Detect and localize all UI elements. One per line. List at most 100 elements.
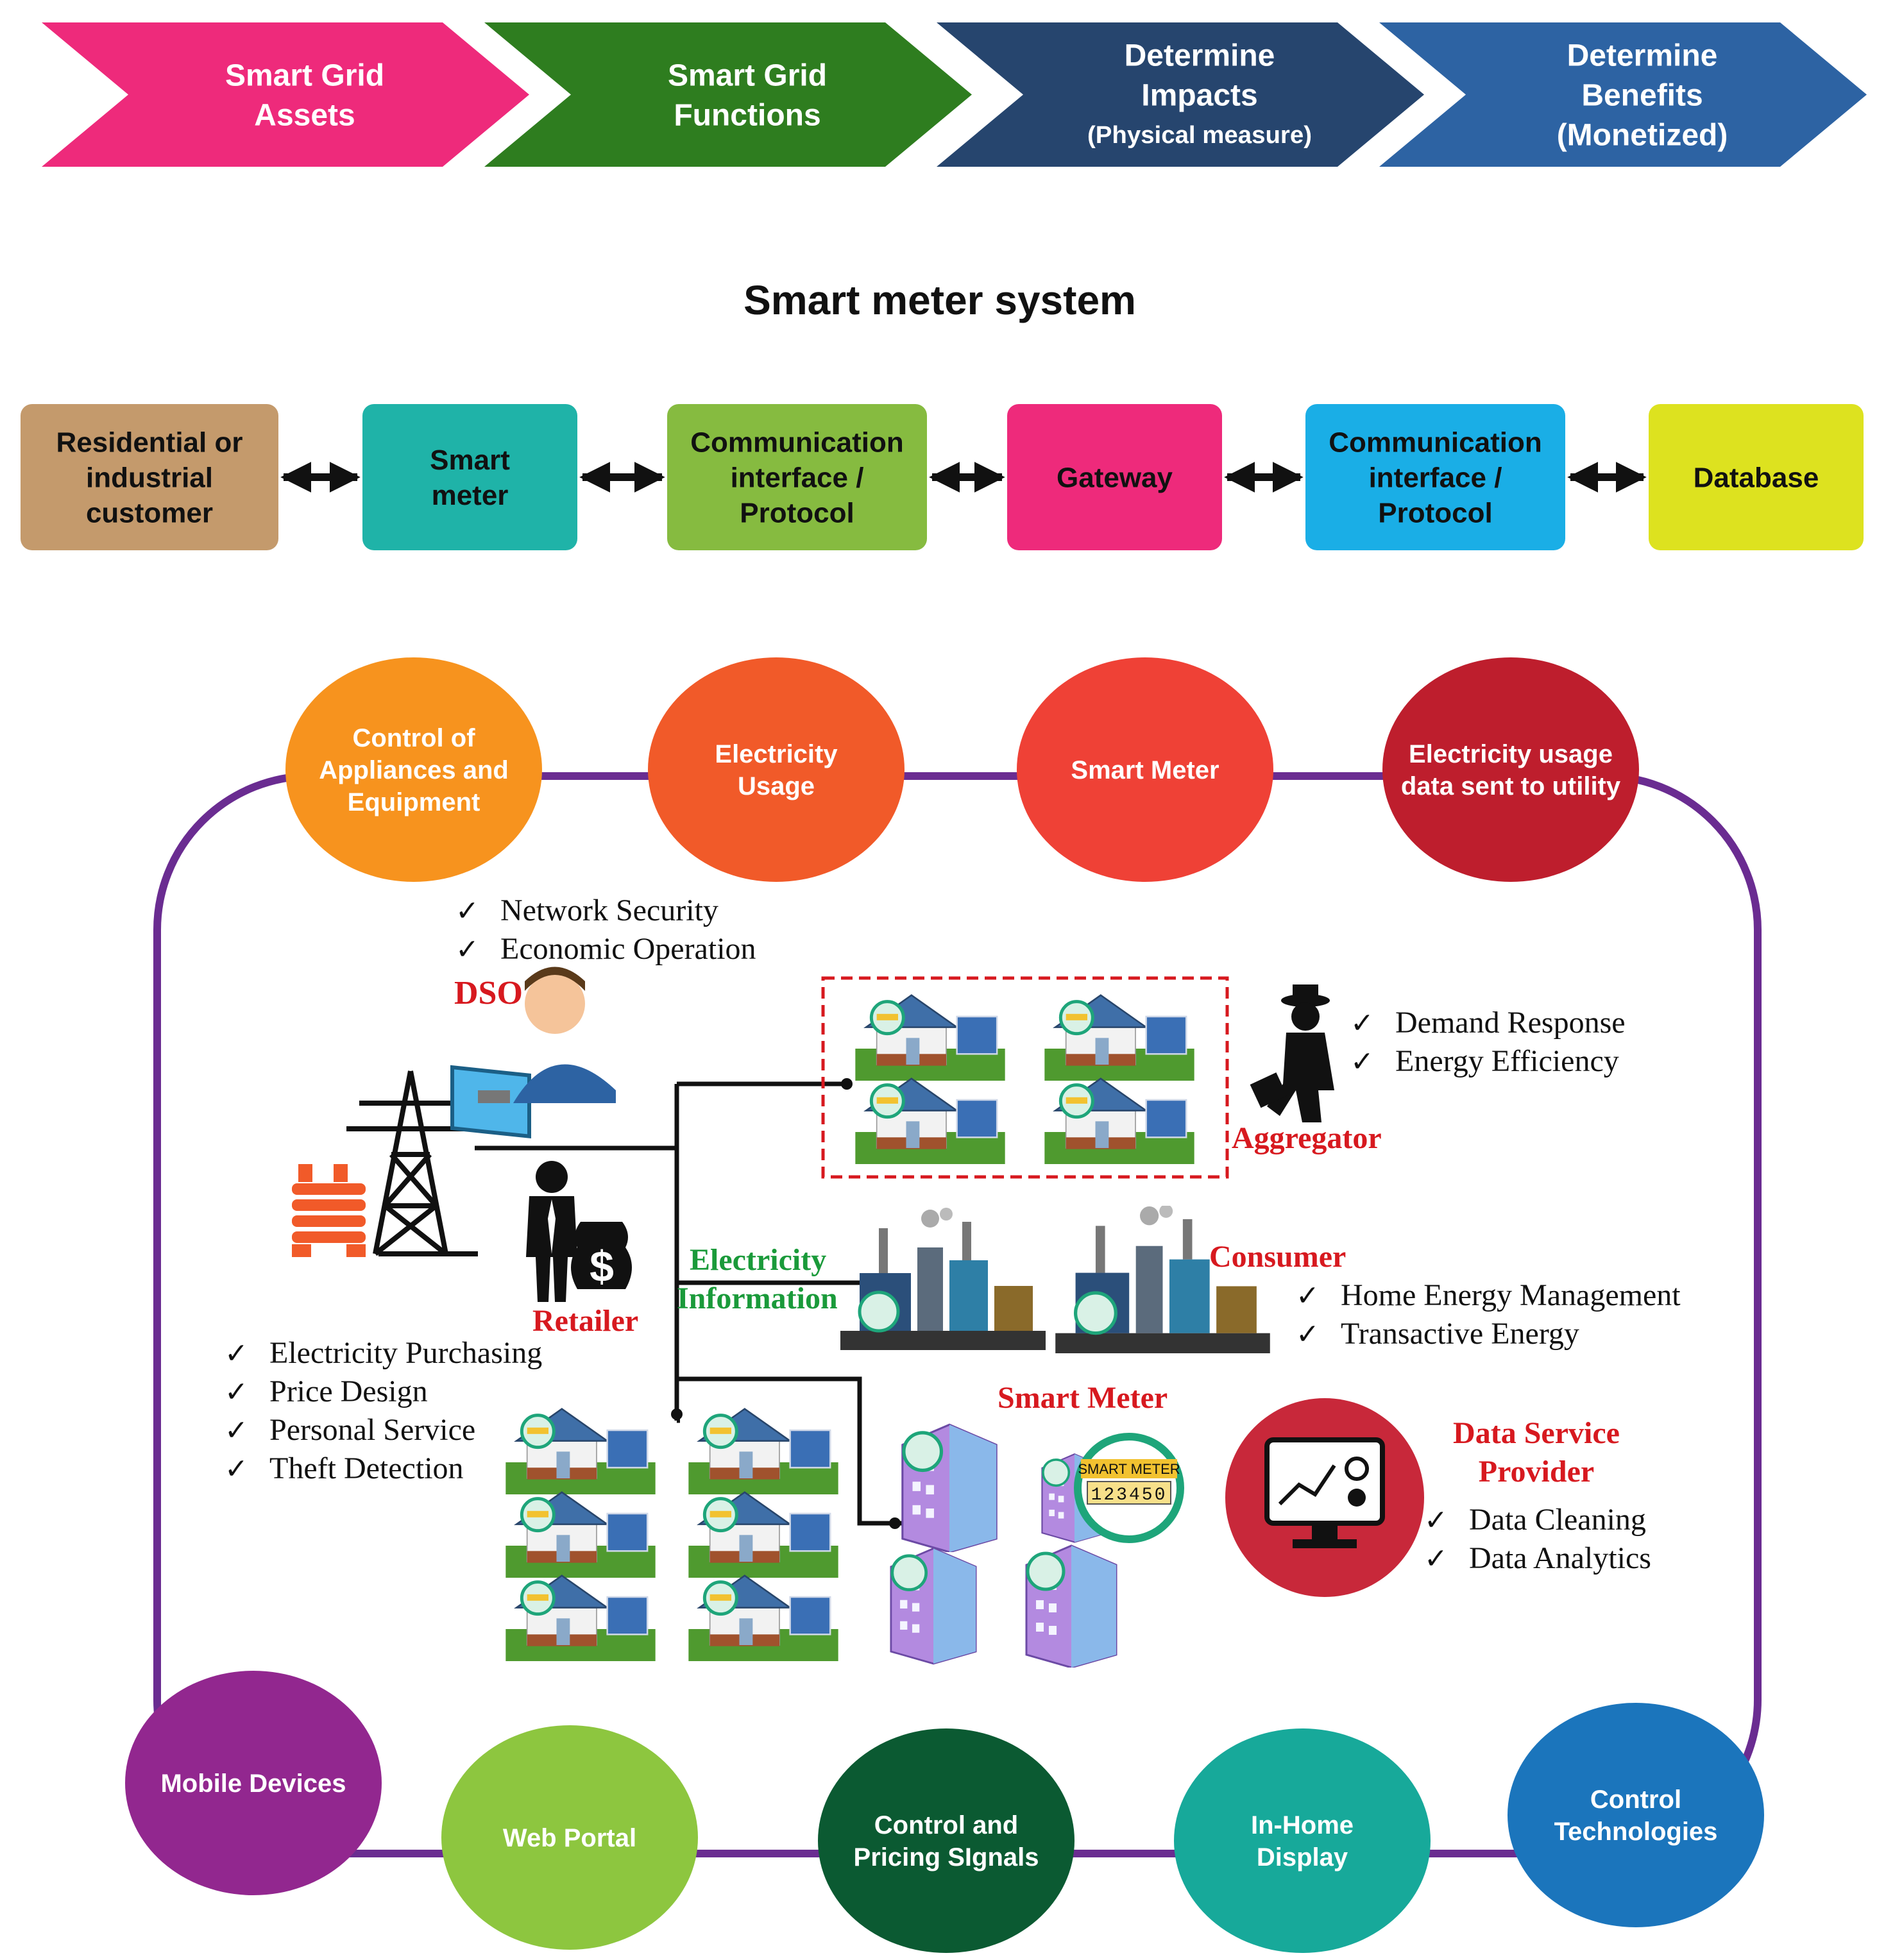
system-box-2-line: interface / — [731, 462, 864, 493]
bottom-circle-2-line: Pricing SIgnals — [854, 1843, 1039, 1871]
check-mark: ✓ — [225, 1338, 248, 1369]
check-mark: ✓ — [1350, 1008, 1374, 1039]
dso-operator-icon — [450, 967, 616, 1139]
process-step-3-line: (Monetized) — [1557, 118, 1728, 152]
power-lines — [475, 1081, 905, 1526]
top-circle-0-line: Appliances and — [319, 756, 509, 784]
top-circle-1-line: Electricity — [715, 740, 838, 768]
electricity-information-line1: Electricity — [690, 1243, 826, 1277]
bottom-circle-3-line: Display — [1257, 1843, 1348, 1871]
check-item: Personal Service — [269, 1413, 475, 1447]
building-icon — [1026, 1546, 1116, 1668]
illustration: DSO ✓Network Security✓Economic Operation… — [225, 893, 1681, 1668]
check-mark: ✓ — [455, 934, 479, 965]
check-item: Home Energy Management — [1341, 1278, 1681, 1312]
check-mark: ✓ — [1424, 1505, 1448, 1536]
generator-icon — [292, 1164, 366, 1257]
smart-meter-icon: SMART METER 123450 — [1074, 1433, 1184, 1543]
house-icon — [855, 995, 1005, 1081]
top-circle-0-line: Equipment — [348, 788, 480, 816]
meter-digits: 123450 — [1091, 1485, 1168, 1505]
system-box-3 — [1007, 404, 1222, 550]
data-service-label-line1: Data Service — [1453, 1416, 1620, 1450]
top-circle-3-line: Electricity usage — [1409, 740, 1613, 768]
process-step-2 — [937, 22, 1424, 167]
check-mark: ✓ — [1350, 1046, 1374, 1077]
house-icon — [505, 1409, 655, 1494]
bottom-circle-2-line: Control and — [874, 1811, 1018, 1839]
aggregator-checks: ✓Demand Response✓Energy Efficiency — [1350, 1006, 1626, 1078]
process-step-0 — [42, 22, 529, 167]
system-box-2-line: Protocol — [740, 497, 854, 528]
top-circle-0 — [285, 657, 542, 882]
bottom-circle-0 — [125, 1671, 382, 1895]
house-icon — [688, 1492, 838, 1578]
process-step-3-line: Determine — [1567, 38, 1718, 72]
junction-node — [889, 1517, 901, 1529]
house-icon — [505, 1576, 655, 1661]
factory-icon — [1055, 1204, 1270, 1353]
junction-node — [671, 1408, 683, 1420]
top-circle-2-line: Smart Meter — [1071, 756, 1219, 784]
process-step-3 — [1379, 22, 1867, 167]
meter-brand: SMART METER — [1078, 1461, 1180, 1477]
data-service-checks: ✓Data Cleaning✓Data Analytics — [1424, 1503, 1651, 1575]
building-icon — [903, 1424, 996, 1552]
system-box-0-line: Residential or — [56, 427, 243, 458]
money-bag-icon: $ — [571, 1222, 632, 1291]
system-box-4-line: interface / — [1369, 462, 1502, 493]
process-step-0-line: Assets — [254, 98, 355, 132]
check-item: Demand Response — [1395, 1006, 1626, 1040]
house-icon — [855, 1079, 1005, 1164]
retailer-label: Retailer — [532, 1304, 638, 1338]
house-icon — [688, 1576, 838, 1661]
bottom-circle-4 — [1508, 1703, 1764, 1927]
system-box-4-line: Communication — [1329, 427, 1542, 458]
data-service-provider-icon — [1225, 1398, 1424, 1597]
check-item: Price Design — [269, 1374, 428, 1408]
system-box-1-line: meter — [432, 480, 509, 511]
system-box-5-line: Database — [1694, 462, 1819, 493]
top-circle-3-line: data sent to utility — [1401, 772, 1621, 800]
system-box-2-line: Communication — [690, 427, 903, 458]
retailer-checks: ✓Electricity Purchasing✓Price Design✓Per… — [225, 1336, 542, 1485]
check-mark: ✓ — [455, 895, 479, 927]
electricity-information-line2: Information — [677, 1281, 838, 1315]
svg-text:$: $ — [590, 1242, 614, 1291]
system-box-1 — [362, 404, 577, 550]
bottom-circle-3 — [1174, 1728, 1431, 1953]
system-box-5 — [1649, 404, 1864, 550]
check-mark: ✓ — [225, 1415, 248, 1446]
dso-label: DSO — [454, 975, 523, 1011]
check-mark: ✓ — [225, 1376, 248, 1408]
system-flow: Residential orindustrialcustomerSmartmet… — [21, 404, 1864, 550]
bottom-circle-0-line: Mobile Devices — [160, 1770, 346, 1798]
system-box-4-line: Protocol — [1378, 497, 1492, 528]
process-step-2-line: Determine — [1125, 38, 1275, 72]
dso-checks: ✓Network Security✓Economic Operation — [455, 893, 756, 966]
check-mark: ✓ — [1296, 1319, 1320, 1350]
system-box-0 — [21, 404, 278, 550]
top-circle-1 — [648, 657, 905, 882]
bottom-circle-1 — [441, 1725, 698, 1950]
bottom-circle-2 — [818, 1728, 1075, 1953]
check-item: Transactive Energy — [1341, 1317, 1579, 1351]
system-box-0-line: customer — [86, 497, 213, 528]
process-step-2-line: Impacts — [1141, 78, 1257, 112]
process-step-3-line: Benefits — [1581, 78, 1703, 112]
transmission-tower-icon — [346, 1070, 478, 1256]
aggregator-cluster — [821, 976, 1229, 1179]
top-circle-2 — [1017, 657, 1273, 882]
house-icon — [1044, 1079, 1194, 1164]
factory-icon — [840, 1208, 1046, 1350]
building-icon — [891, 1548, 976, 1663]
system-box-1-line: Smart — [430, 444, 510, 476]
process-step-0-line: Smart Grid — [225, 58, 384, 92]
check-item: Economic Operation — [500, 932, 756, 966]
top-circle-0-line: Control of — [352, 724, 475, 752]
consumer-checks: ✓Home Energy Management✓Transactive Ener… — [1296, 1278, 1681, 1351]
system-box-2 — [667, 404, 927, 550]
process-step-1-line: Functions — [674, 98, 820, 132]
